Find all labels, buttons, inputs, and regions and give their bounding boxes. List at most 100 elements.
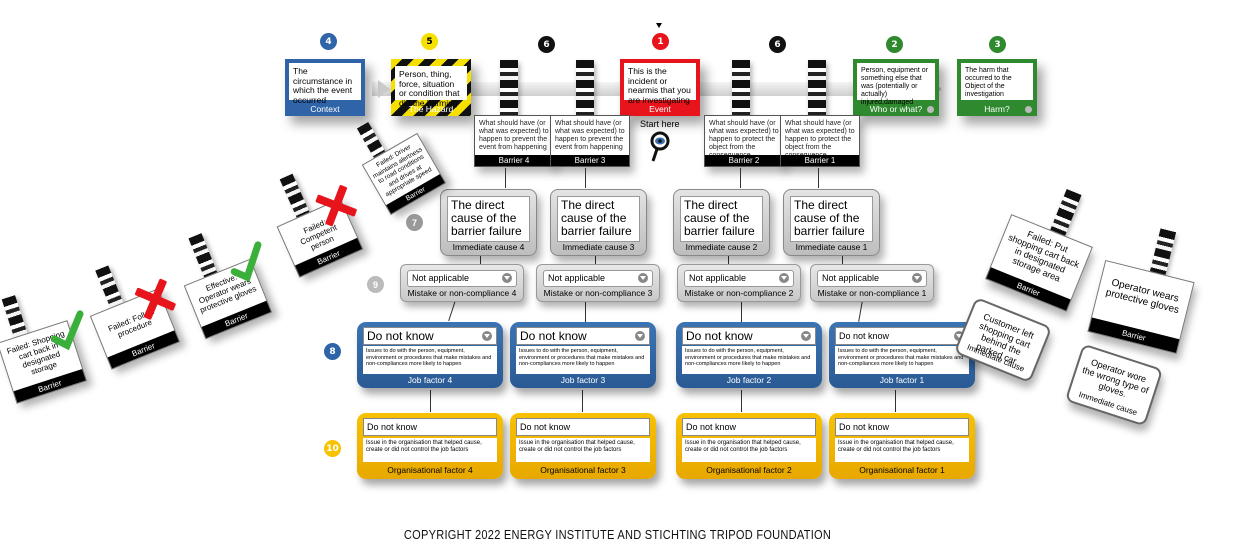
barrier-card-4[interactable]: What should have (or what was expected) … <box>474 115 554 167</box>
immediate-cause-label: Immediate cause 3 <box>562 242 635 252</box>
hazard-text: Person, thing, force, situation or condi… <box>395 66 467 107</box>
example-barrier-tag-right-b[interactable]: Operator wears protective gloves Barrier <box>1087 228 1195 355</box>
mistake-select[interactable]: Not applicable <box>817 270 927 287</box>
who-card[interactable]: Person, equipment or something else that… <box>853 59 939 116</box>
context-label: Context <box>310 104 340 114</box>
job-factor-select[interactable]: Do not know <box>516 327 650 345</box>
org-factor-value: Do not know <box>839 422 890 432</box>
example-barrier-tag-1[interactable]: Failed: Shopping cart back in designated… <box>0 295 88 404</box>
job-factor-select[interactable]: Do not know <box>835 327 969 345</box>
org-factor-select[interactable]: Do not know <box>516 418 650 436</box>
org-factor-2[interactable]: Do not know Issue in the organisation th… <box>676 413 822 479</box>
connector <box>582 390 583 412</box>
example-barrier-tag-3[interactable]: Effective: Operator wears protective glo… <box>183 233 273 340</box>
job-factor-desc: Issues to do with the person, equipment,… <box>516 346 650 374</box>
barrier-label: Barrier 4 <box>475 155 553 166</box>
context-card[interactable]: The circumstance in which the event occu… <box>285 59 365 116</box>
job-number: 8 <box>324 343 341 360</box>
example-barrier-tag-5[interactable]: Failed: Driver maintains alertness to ro… <box>356 121 447 216</box>
chevron-down-icon[interactable] <box>502 273 512 283</box>
connector <box>585 168 586 188</box>
harm-text: The harm that occurred to the Object of … <box>961 63 1033 100</box>
connector <box>585 300 586 322</box>
hazard-card[interactable]: Person, thing, force, situation or condi… <box>391 59 471 116</box>
org-factor-desc: Issue in the organisation that helped ca… <box>516 438 650 462</box>
barrier-text: What should have (or what was expected) … <box>479 120 549 151</box>
mistake-number: 9 <box>367 276 384 293</box>
example-barrier-tag-4[interactable]: Failed: Competent person Barrier <box>276 173 364 278</box>
connector <box>595 252 596 264</box>
org-factor-4[interactable]: Do not know Issue in the organisation th… <box>357 413 503 479</box>
immediate-cause-1[interactable]: The direct cause of the barrier failure … <box>783 189 880 256</box>
barrier-card-1[interactable]: What should have (or what was expected) … <box>780 115 860 167</box>
flow-arrow-right <box>700 82 860 96</box>
mistake-value: Not applicable <box>548 273 606 283</box>
job-factor-select[interactable]: Do not know <box>363 327 497 345</box>
job-factor-2[interactable]: Do not know Issues to do with the person… <box>676 322 822 388</box>
barrier-pole-3 <box>576 60 594 115</box>
mistake-3[interactable]: Not applicable Mistake or non-compliance… <box>536 264 660 302</box>
org-factor-3[interactable]: Do not know Issue in the organisation th… <box>510 413 656 479</box>
org-number: 10 <box>324 440 341 457</box>
magnifier-icon[interactable] <box>648 131 674 168</box>
chevron-down-icon[interactable] <box>912 273 922 283</box>
event-number: 1 <box>652 33 669 50</box>
mistake-select[interactable]: Not applicable <box>543 270 653 287</box>
job-factor-label: Job factor 3 <box>560 375 606 385</box>
org-factor-select[interactable]: Do not know <box>682 418 816 436</box>
chevron-down-icon[interactable] <box>482 331 492 341</box>
job-factor-value: Do not know <box>839 331 890 341</box>
immediate-cause-text: The direct cause of the barrier failure <box>790 196 873 242</box>
immediate-cause-label: Immediate cause 4 <box>452 242 525 252</box>
immediate-cause-2[interactable]: The direct cause of the barrier failure … <box>673 189 770 256</box>
connector <box>818 168 819 188</box>
connector <box>430 390 431 412</box>
check-icon <box>230 241 262 282</box>
mistake-2[interactable]: Not applicable Mistake or non-compliance… <box>677 264 801 302</box>
job-factor-3[interactable]: Do not know Issues to do with the person… <box>510 322 656 388</box>
chevron-down-icon[interactable] <box>779 273 789 283</box>
event-card[interactable]: This is the incident or nearmis that you… <box>620 59 700 116</box>
job-factor-desc: Issues to do with the person, equipment,… <box>835 346 969 374</box>
cross-icon <box>134 278 177 321</box>
job-factor-value: Do not know <box>686 329 753 343</box>
org-factor-1[interactable]: Do not know Issue in the organisation th… <box>829 413 975 479</box>
harm-card[interactable]: The harm that occurred to the Object of … <box>957 59 1037 116</box>
chevron-down-icon[interactable] <box>638 273 648 283</box>
barrier-card-3[interactable]: What should have (or what was expected) … <box>550 115 630 167</box>
connector <box>858 299 863 322</box>
connector <box>505 168 506 188</box>
job-factor-4[interactable]: Do not know Issues to do with the person… <box>357 322 503 388</box>
barrier-pole-2 <box>732 60 750 115</box>
harm-number: 3 <box>989 36 1006 53</box>
connector <box>740 168 741 188</box>
hazard-number: 5 <box>421 33 438 50</box>
example-immediate-tag-right-b[interactable]: Operator wore the wrong type of gloves. … <box>1064 343 1164 427</box>
chevron-down-icon[interactable] <box>801 331 811 341</box>
connector <box>728 252 729 264</box>
mistake-select[interactable]: Not applicable <box>684 270 794 287</box>
immediate-cause-text: The direct cause of the barrier failure <box>680 196 763 242</box>
chevron-down-icon[interactable] <box>635 331 645 341</box>
org-factor-desc: Issue in the organisation that helped ca… <box>835 438 969 462</box>
immediate-cause-3[interactable]: The direct cause of the barrier failure … <box>550 189 647 256</box>
barrier-label: Barrier 3 <box>551 155 629 166</box>
mistake-value: Not applicable <box>412 273 470 283</box>
job-factor-select[interactable]: Do not know <box>682 327 816 345</box>
example-barrier-tag-2[interactable]: Failed: Follow procedure Barrier <box>89 265 181 370</box>
org-factor-select[interactable]: Do not know <box>835 418 969 436</box>
mistake-select[interactable]: Not applicable <box>407 270 517 287</box>
job-factor-1[interactable]: Do not know Issues to do with the person… <box>829 322 975 388</box>
example-barrier-tag-right-a[interactable]: Failed: Put shopping cart back in design… <box>985 189 1093 312</box>
barrier-card-2[interactable]: What should have (or what was expected) … <box>704 115 784 167</box>
immediate-cause-text: The direct cause of the barrier failure <box>557 196 640 242</box>
cross-icon <box>315 184 358 227</box>
job-factor-label: Job factor 1 <box>879 375 925 385</box>
org-factor-select[interactable]: Do not know <box>363 418 497 436</box>
mistake-4[interactable]: Not applicable Mistake or non-compliance… <box>400 264 524 302</box>
context-text: The circumstance in which the event occu… <box>289 63 361 104</box>
barrier-label: Barrier 1 <box>781 155 859 166</box>
immediate-cause-4[interactable]: The direct cause of the barrier failure … <box>440 189 537 256</box>
mistake-1[interactable]: Not applicable Mistake or non-compliance… <box>810 264 934 302</box>
mistake-label: Mistake or non-compliance 2 <box>684 288 794 298</box>
